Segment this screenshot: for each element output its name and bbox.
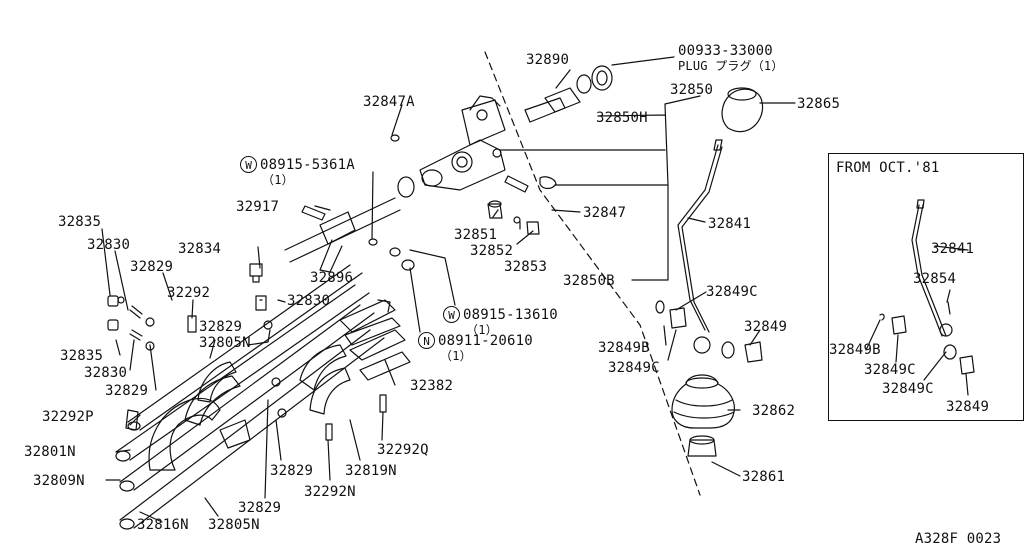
part-label: 32890 bbox=[526, 52, 570, 68]
part-label: 32850B bbox=[563, 273, 615, 289]
part-label: 32851 bbox=[454, 227, 498, 243]
part-label: 32292 bbox=[167, 285, 211, 301]
striking-rod bbox=[284, 197, 401, 273]
part-label: 32830 bbox=[84, 365, 128, 381]
part-label: 32847 bbox=[583, 205, 627, 221]
part-label: 32841 bbox=[708, 216, 752, 232]
boot bbox=[671, 374, 735, 429]
part-label: 32849B bbox=[829, 342, 881, 358]
quantity-label: （1） bbox=[262, 173, 294, 187]
shift-knob bbox=[721, 87, 764, 133]
part-label: 32849C bbox=[882, 381, 934, 397]
part-label: 32849 bbox=[946, 399, 990, 415]
shift-lever bbox=[655, 139, 763, 363]
part-label: 32809N bbox=[33, 473, 85, 489]
part-label: 32292P bbox=[42, 409, 94, 425]
part-label: 32816N bbox=[137, 517, 189, 533]
inset-title: FROM OCT.'81 bbox=[836, 160, 940, 176]
part-label: 00933-33000 bbox=[678, 43, 773, 59]
part-label: 32852 bbox=[470, 243, 514, 259]
part-label: 32830 bbox=[87, 237, 131, 253]
part-label: 32382 bbox=[410, 378, 454, 394]
part-label: 32849C bbox=[864, 362, 916, 378]
part-label: 32847A bbox=[363, 94, 415, 110]
part-label: 32862 bbox=[752, 403, 796, 419]
part-label: 32849C bbox=[608, 360, 660, 376]
part-label: 08915-13610 bbox=[463, 307, 558, 323]
plug-label: PLUG プラグ（1） bbox=[678, 59, 784, 73]
part-label: 32917 bbox=[236, 199, 280, 215]
part-label: 32854 bbox=[913, 271, 957, 287]
part-label: 32829 bbox=[270, 463, 314, 479]
detent-parts bbox=[107, 263, 387, 441]
part-label: 32865 bbox=[797, 96, 841, 112]
bushing bbox=[687, 435, 717, 457]
part-label: 32853 bbox=[504, 259, 548, 275]
shift-rods bbox=[115, 264, 385, 530]
part-label: 08915-5361A bbox=[260, 157, 355, 173]
part-label: 32829 bbox=[130, 259, 174, 275]
bolt-parts bbox=[389, 175, 557, 271]
quantity-label: （1） bbox=[440, 349, 472, 363]
part-label: 32835 bbox=[60, 348, 104, 364]
part-label: 32849B bbox=[598, 340, 650, 356]
part-label: 32819N bbox=[345, 463, 397, 479]
inset-lever-drawing bbox=[865, 199, 975, 396]
dashed-center-line bbox=[484, 51, 701, 496]
nut-symbol: N bbox=[418, 332, 435, 349]
washer-symbol: W bbox=[443, 306, 460, 323]
part-label: 32835 bbox=[58, 214, 102, 230]
part-label: 32841 bbox=[931, 241, 975, 257]
part-label: 32849C bbox=[706, 284, 758, 300]
part-label: 32829 bbox=[199, 319, 243, 335]
part-label: 32850 bbox=[670, 82, 714, 98]
part-label: 32801N bbox=[24, 444, 76, 460]
part-label: 32896 bbox=[310, 270, 354, 286]
part-label: 32829 bbox=[238, 500, 282, 516]
part-label: 32829 bbox=[105, 383, 149, 399]
select-levers bbox=[339, 299, 411, 381]
part-label: 32805N bbox=[208, 517, 260, 533]
shift-forks bbox=[148, 344, 351, 471]
part-label: 32849 bbox=[744, 319, 788, 335]
part-label: 32850H bbox=[596, 110, 648, 126]
figure-code: A328F 0023 bbox=[915, 531, 1002, 547]
part-label: 32834 bbox=[178, 241, 222, 257]
part-label: 32292N bbox=[304, 484, 356, 500]
extension-housing bbox=[390, 95, 506, 198]
plug-rod bbox=[524, 65, 613, 123]
quantity-label: （1） bbox=[466, 323, 498, 337]
part-label: 08911-20610 bbox=[438, 333, 533, 349]
part-label: 32292Q bbox=[377, 442, 429, 458]
part-label: 32805N bbox=[199, 335, 251, 351]
washer-symbol: W bbox=[240, 156, 257, 173]
part-label: 32861 bbox=[742, 469, 786, 485]
part-label: 32830 bbox=[287, 293, 331, 309]
